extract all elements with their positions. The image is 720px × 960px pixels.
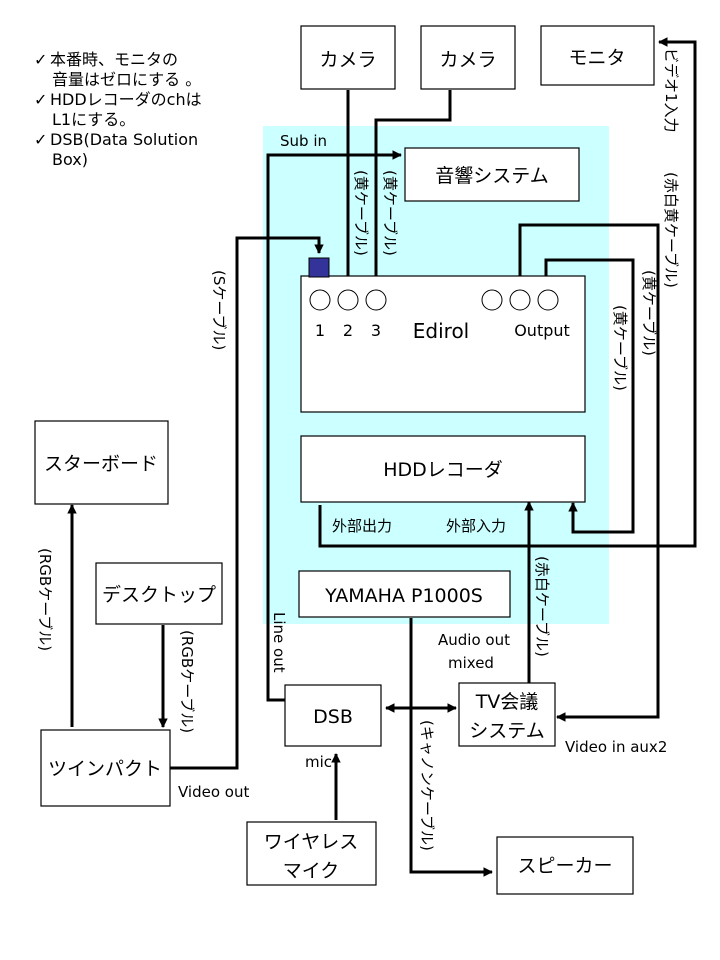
audio-system-box [404, 147, 580, 202]
yamaha-box [298, 570, 511, 618]
wireless-mic-label-1: ワイヤレス [264, 831, 358, 853]
check-icon: ✓ [34, 130, 48, 149]
notes-list: ✓本番時、モニタの 音量はゼロにする 。 ✓HDDレコーダのchは L1にする。… [34, 50, 202, 170]
camera2-to-input3-wire [371, 90, 452, 289]
note-text: 本番時、モニタの [50, 50, 179, 69]
note-text: DSB(Data Solution [50, 130, 199, 149]
output-port-2 [537, 289, 559, 311]
wireless-mic-box [246, 821, 377, 886]
dsb-box [284, 684, 382, 747]
input-3-label: 3 [371, 321, 381, 340]
desktop-label: デスクトップ [102, 584, 216, 606]
audio-mixed-label: mixed [448, 654, 494, 672]
mic-label: mic [305, 753, 332, 771]
input-3-port [365, 289, 387, 311]
tv-conference-label-2: システム [469, 720, 544, 742]
sub-in-label: Sub in [280, 132, 327, 150]
output-to-hdd-ext-in-wire [544, 258, 635, 534]
tv-conference-box [458, 682, 556, 747]
check-icon: ✓ [34, 90, 48, 109]
sub-in-wire [266, 150, 402, 702]
aux-port [481, 289, 503, 311]
ext-in-label: 外部入力 [446, 517, 506, 535]
tv-conference-label-1: TV会議 [475, 691, 539, 713]
check-icon: ✓ [34, 50, 48, 69]
camera2-box [420, 25, 516, 90]
note-text: L1にする。 [52, 110, 136, 129]
s-cable-label: (Sケーブル) [210, 270, 228, 350]
note-text: 音量はゼロにする 。 [52, 70, 202, 89]
yellow-cable-4-label: (黄ケーブル) [640, 270, 658, 356]
rgb-cable-2-label: (RGBケーブル) [178, 630, 196, 733]
note-item: ✓本番時、モニタの [34, 50, 202, 70]
edirol-label: Edirol [413, 319, 469, 343]
rgb-cable-1-label: (RGBケーブル) [36, 548, 54, 651]
video1-input-label: ビデオ1入力 [662, 48, 680, 133]
desktop-box [95, 562, 223, 625]
wireless-mic-label-2: マイク [283, 860, 340, 882]
dsb-label: DSB [313, 706, 353, 728]
note-item: ✓DSB(Data Solution [34, 130, 202, 150]
yellow-cable-3-label: (黄ケーブル) [611, 305, 629, 391]
yamaha-label: YAMAHA P1000S [324, 585, 483, 607]
audio-out-label: Audio out [438, 631, 510, 649]
cannon-cable-label: (キャノンケーブル) [418, 720, 436, 851]
output-label: Output [514, 321, 570, 340]
input-1-label: 1 [315, 321, 325, 340]
s-video-wire [170, 236, 324, 770]
input-2-port [337, 289, 359, 311]
twinpact-label: ツインパクト [48, 758, 162, 780]
hdd-recorder-label: HDDレコーダ [383, 459, 503, 481]
monitor-label: モニタ [568, 47, 625, 69]
starboard-label: スターボード [44, 453, 158, 475]
output-port-1 [509, 289, 531, 311]
video-out-label: Video out [178, 783, 249, 801]
hdd-recorder-box [300, 435, 586, 503]
camera1-label: カメラ [319, 49, 376, 71]
yellow-cable-1-label: (黄ケーブル) [352, 170, 370, 256]
line-out-label: Line out [270, 612, 288, 673]
red-white-cable-label: (赤白ケーブル) [533, 556, 551, 657]
video-in-aux2-label: Video in aux2 [565, 738, 667, 756]
camera1-box [300, 25, 396, 90]
ext-out-label: 外部出力 [332, 517, 392, 535]
audio-system-label: 音響システム [435, 165, 548, 187]
note-text: HDDレコーダのchは [50, 90, 202, 109]
red-white-yellow-cable-label: (赤白黄ケーブル) [662, 172, 680, 288]
monitor-box [540, 25, 655, 86]
speaker-label: スピーカー [517, 855, 612, 877]
input-1-port [309, 289, 331, 311]
yellow-cable-2-label: (黄ケーブル) [381, 170, 399, 256]
twinpact-box [40, 729, 171, 807]
camera2-label: カメラ [439, 49, 496, 71]
note-item: ✓HDDレコーダのchは [34, 90, 202, 110]
speaker-cannon-wire [409, 618, 493, 877]
starboard-box [34, 420, 169, 505]
output-to-tv-conference-wire [518, 223, 660, 722]
hdd-ext-out-to-monitor-wire [318, 37, 697, 548]
input-2-label: 2 [343, 321, 353, 340]
note-text: Box) [52, 150, 88, 169]
s-video-port [308, 257, 330, 278]
speaker-box [496, 836, 634, 895]
